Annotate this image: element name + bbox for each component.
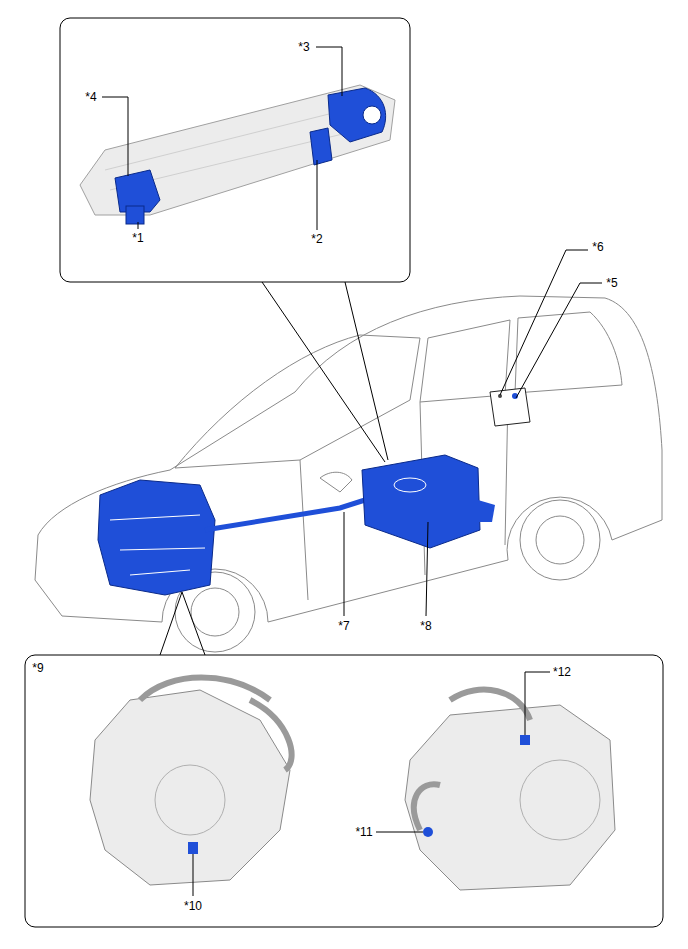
- inset-pointer: [262, 282, 388, 462]
- callout-number: *3: [297, 40, 310, 54]
- hv-battery: [362, 455, 480, 548]
- vehicle-outline: [35, 296, 662, 652]
- leader-line: [317, 160, 318, 230]
- battery-duct: [478, 500, 495, 522]
- callout-number: *11: [354, 825, 373, 839]
- power-cable: [205, 500, 365, 530]
- component-12: [520, 735, 530, 745]
- leader-line: [316, 47, 342, 96]
- component-1: [126, 206, 144, 224]
- component-11: [423, 827, 433, 837]
- callout-number: *7: [337, 619, 350, 633]
- hoses: [140, 678, 292, 771]
- callout-number: *10: [183, 899, 203, 913]
- windshield: [175, 335, 420, 468]
- callout-number: *8: [419, 619, 432, 633]
- car-body: [35, 296, 662, 622]
- blower-opening: [363, 106, 381, 124]
- callout-number: *12: [552, 665, 572, 679]
- leader-line: [344, 512, 345, 616]
- callout-number: *4: [84, 90, 97, 104]
- engine-transaxle: [98, 480, 215, 595]
- inset-pointer: [160, 592, 205, 655]
- leader-line: [516, 283, 602, 398]
- component-3: [328, 88, 386, 142]
- hoses: [414, 690, 530, 830]
- front-hub: [191, 588, 239, 636]
- side-window: [420, 320, 510, 402]
- case-detail: [155, 765, 225, 835]
- rear-wheel: [520, 500, 600, 580]
- leader-line: [525, 672, 550, 735]
- case-detail: [520, 760, 600, 840]
- leader-line: [376, 832, 423, 833]
- battery-pack: [80, 85, 395, 215]
- auxiliary-battery: [490, 388, 530, 426]
- callout-number: *2: [310, 232, 323, 246]
- rear-window: [515, 312, 622, 393]
- leader-line: [138, 222, 139, 229]
- callout-number: *6: [591, 240, 604, 254]
- inset-frame: [25, 655, 663, 927]
- leader-line: [500, 250, 588, 395]
- transaxle-front-view: [90, 690, 290, 885]
- inset-frame: [60, 18, 410, 282]
- component-2: [310, 128, 332, 165]
- leader-line: [193, 854, 194, 896]
- component-10: [188, 842, 198, 854]
- leader-line: [426, 522, 428, 616]
- callout-number: *5: [605, 276, 618, 290]
- mirror: [320, 472, 352, 492]
- rear-hub: [536, 516, 584, 564]
- callout-number: *9: [31, 661, 44, 675]
- engine-detail: [110, 515, 205, 575]
- callout-number: *1: [131, 231, 144, 245]
- aux-battery-box: [490, 388, 530, 426]
- transaxle-rear-view: [405, 705, 615, 890]
- leader-line: [102, 97, 128, 176]
- battery-detail: [394, 478, 426, 492]
- leader-lines: [102, 47, 602, 896]
- door-lines: [300, 395, 508, 600]
